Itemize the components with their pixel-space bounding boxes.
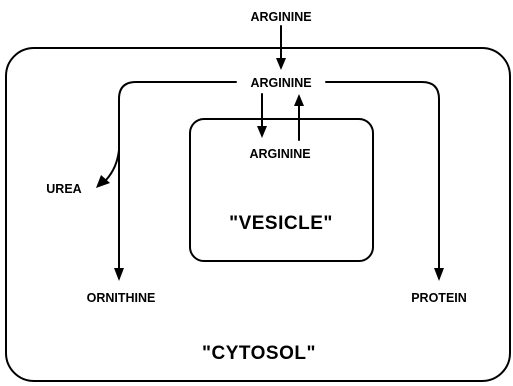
vesicle-entry-arrowhead	[257, 126, 267, 138]
cytosol-compartment-label: "CYTOSOL"	[202, 343, 316, 364]
vesicle-exit-arrowhead	[294, 94, 304, 106]
urea-pathway-line	[105, 149, 120, 181]
vesicle-compartment	[189, 118, 374, 262]
vesicle-compartment-label: "VESICLE"	[229, 213, 333, 234]
cytosol-compartment	[5, 47, 511, 382]
protein-label: PROTEIN	[411, 291, 467, 305]
protein-arrowhead	[434, 268, 444, 281]
urea-arrowhead	[96, 175, 110, 188]
ornithine-pathway-line	[118, 81, 237, 273]
ornithine-arrowhead	[114, 268, 124, 281]
arginine-vesicle-label: ARGININE	[249, 147, 310, 161]
urea-label: UREA	[46, 182, 81, 196]
arginine-external-label: ARGININE	[250, 10, 311, 24]
protein-pathway-line	[325, 81, 440, 273]
arginine-cytosol-label: ARGININE	[250, 76, 311, 90]
uptake-arrowhead	[276, 58, 286, 70]
ornithine-label: ORNITHINE	[87, 291, 156, 305]
